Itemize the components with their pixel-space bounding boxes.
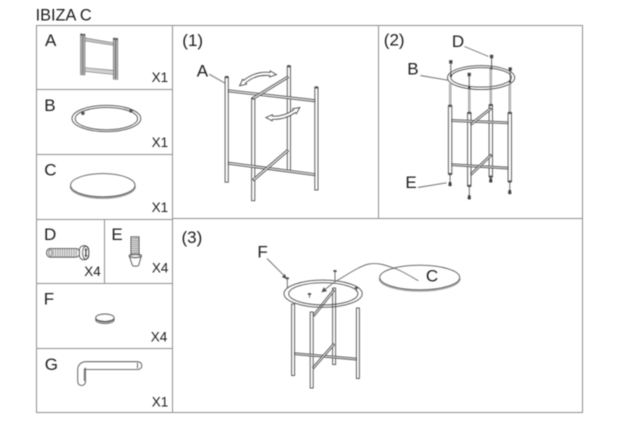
svg-text:X4: X4 bbox=[84, 264, 101, 279]
svg-text:X4: X4 bbox=[151, 330, 168, 345]
svg-text:X1: X1 bbox=[152, 395, 169, 410]
svg-text:(1): (1) bbox=[182, 31, 203, 50]
svg-text:E: E bbox=[111, 225, 122, 244]
svg-text:X1: X1 bbox=[152, 70, 169, 85]
svg-text:F: F bbox=[44, 290, 54, 309]
svg-text:B: B bbox=[407, 60, 418, 79]
svg-text:F: F bbox=[257, 243, 267, 262]
svg-text:G: G bbox=[45, 355, 58, 374]
svg-text:(2): (2) bbox=[384, 30, 405, 49]
svg-text:(3): (3) bbox=[182, 228, 203, 247]
svg-text:X1: X1 bbox=[152, 135, 169, 150]
svg-text:A: A bbox=[45, 31, 57, 50]
svg-text:D: D bbox=[44, 225, 56, 244]
svg-text:C: C bbox=[44, 160, 56, 179]
svg-text:X1: X1 bbox=[152, 200, 169, 215]
svg-text:C: C bbox=[426, 266, 438, 285]
svg-text:E: E bbox=[405, 173, 416, 192]
svg-text:D: D bbox=[452, 32, 464, 51]
svg-text:B: B bbox=[44, 96, 55, 115]
svg-text:A: A bbox=[197, 62, 209, 81]
svg-text:X4: X4 bbox=[152, 261, 169, 276]
svg-text:IBIZA C: IBIZA C bbox=[36, 6, 92, 24]
